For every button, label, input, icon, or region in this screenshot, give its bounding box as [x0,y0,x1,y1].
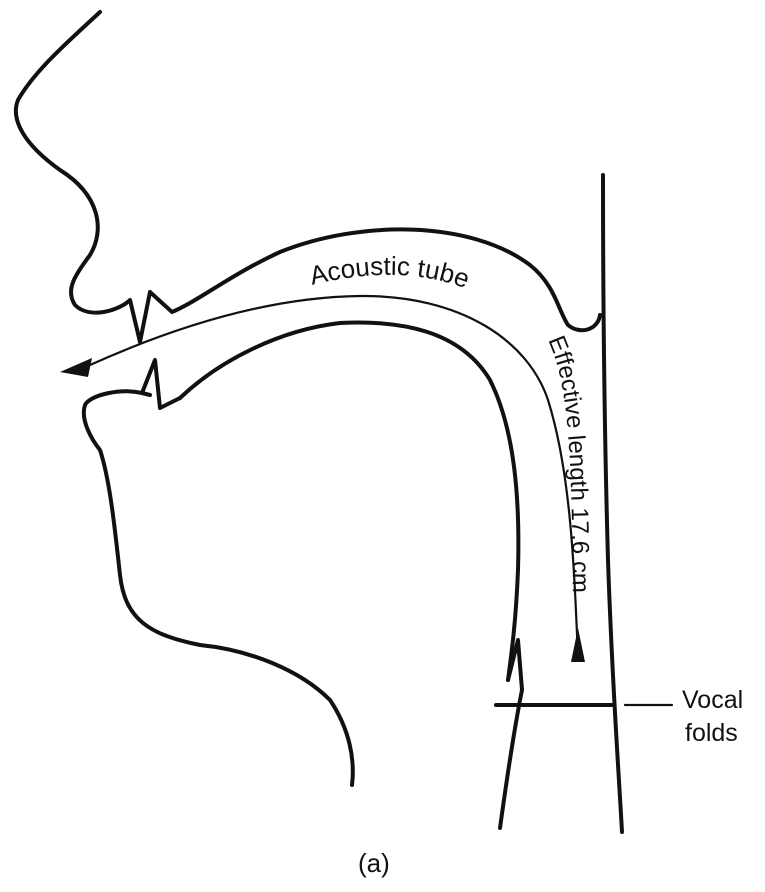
vocal-label-line1: Vocal [682,688,743,713]
tongue-surface [180,323,518,680]
figure-caption: (a) [358,850,390,876]
pharynx-back-wall [603,175,622,832]
lower-teeth-zigzag [142,360,180,408]
vocal-label-line2: folds [685,721,738,746]
effective-length-label: Effective length 17.6 cm [543,332,594,593]
larynx-front-wall [500,690,522,828]
face-profile-upper [16,12,600,342]
effective-length-curve [90,296,578,658]
tongue-and-jaw [84,391,353,785]
mouth-arrowhead [60,358,92,377]
glottis-arrowhead [571,628,585,662]
acoustic-tube-label: Acoustic tube [307,251,474,294]
